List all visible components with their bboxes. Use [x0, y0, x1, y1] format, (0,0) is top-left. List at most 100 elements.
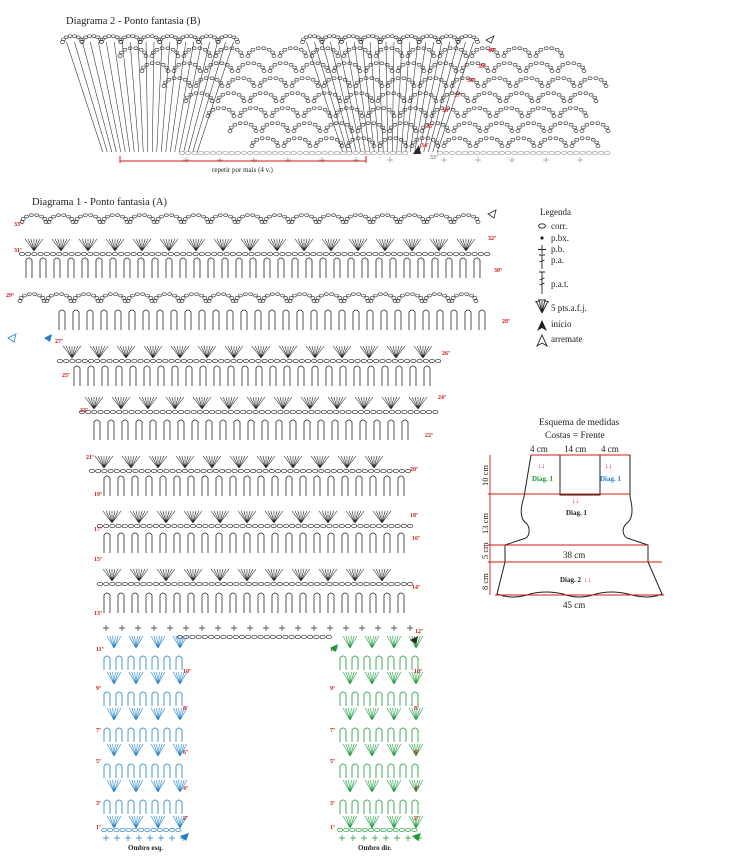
chain-stitch — [121, 523, 128, 529]
arch-chain — [483, 129, 489, 133]
arch-chain — [310, 50, 316, 55]
chain-stitch — [286, 358, 293, 364]
diagram-2-base-chain — [179, 150, 611, 163]
arch-chain — [145, 34, 151, 38]
arch-chain — [502, 50, 508, 55]
chain-stitch — [107, 827, 114, 833]
stitch-loop — [271, 532, 279, 553]
stitch-loop — [123, 257, 131, 278]
arch-chain — [503, 106, 509, 110]
chain-stitch — [125, 358, 132, 364]
arch-chain — [187, 61, 193, 65]
chain-stitch — [128, 409, 135, 415]
arch-chain — [519, 114, 525, 118]
arch-chain — [451, 136, 457, 140]
arch-chain — [539, 61, 545, 65]
arch-chain — [494, 138, 500, 142]
arch-chain — [424, 220, 430, 224]
arch-chain — [392, 123, 398, 127]
chain-stitch — [137, 358, 144, 364]
arch-chain — [153, 35, 159, 40]
arch-chain — [511, 46, 517, 50]
arch-chain — [581, 69, 587, 73]
chain-stitch — [220, 634, 227, 640]
arch-chain — [299, 69, 305, 73]
arch-chain — [218, 213, 223, 217]
stitch-fan — [291, 510, 311, 524]
fan-stitch — [169, 41, 187, 153]
chain-stitch — [342, 358, 349, 364]
chain-stitch — [221, 523, 227, 529]
stitch-loop — [109, 257, 117, 278]
arch-chain — [419, 129, 425, 133]
diagram-1-title: Diagrama 1 - Ponto fantasia (A) — [32, 197, 168, 208]
diagram-1-right-shoulder — [337, 635, 424, 841]
arch-chain — [417, 84, 423, 88]
arch-chain — [281, 144, 287, 148]
stitch-loop — [193, 257, 201, 278]
arch-chain — [441, 144, 447, 148]
stitch-loop — [367, 365, 375, 386]
chain-stitch — [116, 409, 123, 415]
stitch-loop — [351, 691, 359, 706]
chain-stitch — [289, 409, 296, 415]
arch-chain — [259, 220, 265, 224]
stitch-fan — [172, 743, 188, 757]
arch-chain — [202, 296, 208, 300]
arch-chain — [499, 144, 505, 148]
arch-chain — [398, 50, 404, 55]
arch-chain — [354, 35, 360, 40]
chain-stitch — [171, 523, 178, 529]
arch-chain — [178, 220, 184, 224]
arch-chain — [216, 292, 221, 296]
chain-stitch — [179, 150, 185, 156]
arch-chain — [204, 217, 210, 221]
chain-stitch — [374, 468, 381, 474]
chain-stitch — [389, 150, 396, 156]
stitch-fan — [408, 671, 424, 685]
d1-row-26: 26ª — [442, 351, 450, 357]
stitch-loop — [339, 763, 347, 778]
stitch-fan — [318, 510, 338, 524]
arch-chain — [501, 54, 507, 58]
stitch-loop — [403, 257, 411, 278]
arch-chain — [421, 220, 427, 224]
chain-stitch — [194, 468, 201, 474]
measures-subtitle: Costas = Frente — [545, 431, 605, 441]
sc-stitch — [387, 157, 393, 163]
chain-stitch — [355, 468, 362, 474]
arch-chain — [235, 220, 241, 224]
chain-stitch — [97, 523, 103, 529]
fan-stitch — [396, 41, 403, 153]
arch-chain — [506, 140, 512, 145]
arch-chain — [370, 140, 376, 145]
chain-stitch — [134, 523, 141, 529]
arch-chain — [314, 140, 320, 145]
chain-stitch — [206, 468, 213, 474]
chain-stitch — [592, 150, 598, 156]
stitch-loop — [173, 532, 181, 553]
stitch-loop — [359, 419, 367, 440]
arch-chain — [179, 299, 185, 303]
stitch-loop — [87, 365, 95, 386]
stitch-loop — [409, 365, 417, 386]
arch-chain — [346, 80, 352, 85]
arch-chain — [420, 125, 426, 130]
arch-chain — [395, 69, 401, 73]
arch-chain — [320, 63, 326, 67]
stitch-loop — [363, 655, 371, 670]
chain-stitch — [505, 150, 512, 156]
chain-stitch — [484, 251, 490, 257]
arch-chain — [517, 46, 523, 50]
stitch-loop — [145, 475, 153, 496]
arch-chain — [407, 99, 413, 103]
arch-chain — [161, 84, 167, 88]
chain-stitch — [208, 523, 215, 529]
arch-chain — [366, 50, 372, 55]
chain-stitch — [99, 251, 106, 257]
arch-chain — [317, 106, 323, 110]
arch-chain — [251, 61, 257, 65]
stitch-loop — [103, 532, 111, 553]
chain-stitch — [210, 150, 216, 156]
arch-chain — [282, 48, 288, 52]
